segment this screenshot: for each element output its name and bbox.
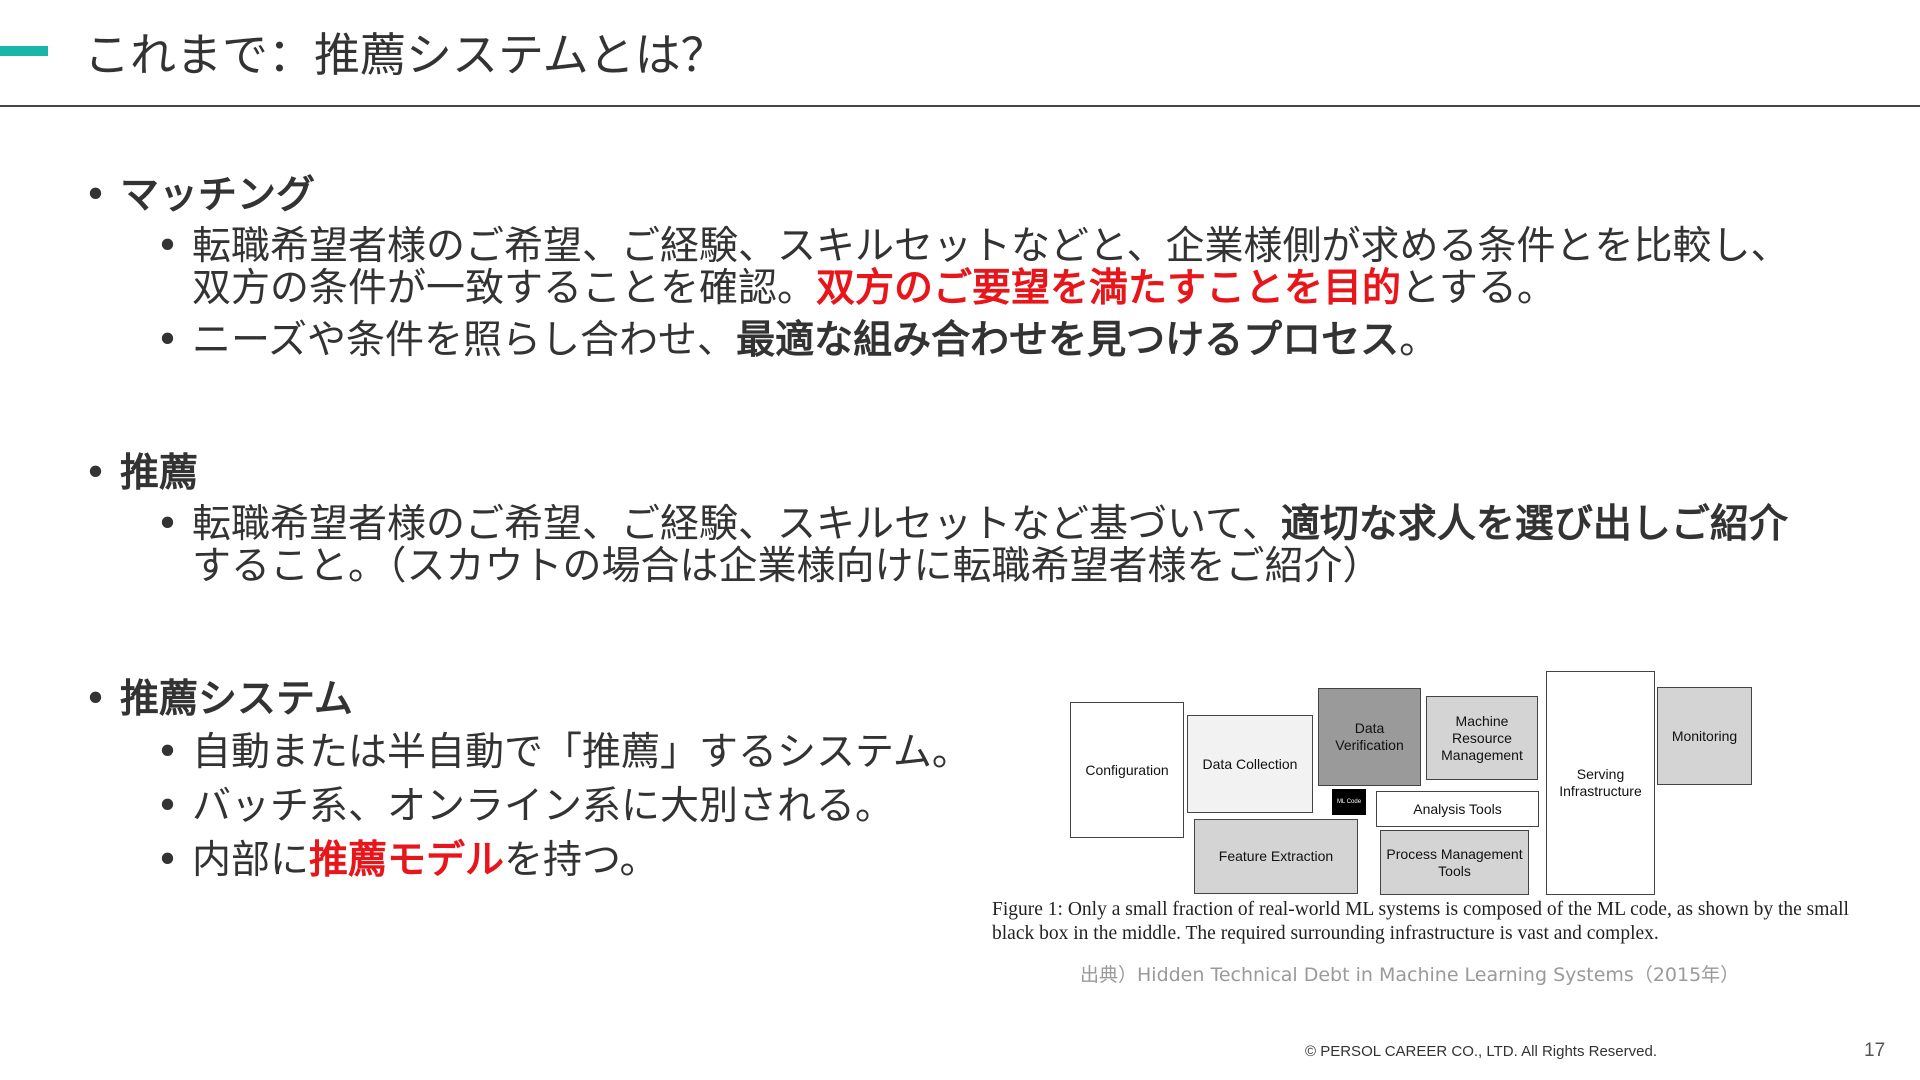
bullet-matching-process: ニーズや条件を照らし合わせ、最適な組み合わせを見つけるプロセス。 — [156, 318, 1789, 363]
box-feature-extraction: Feature Extraction — [1194, 819, 1358, 894]
bullet-text: とする。 — [1401, 266, 1556, 311]
copyright-notice: © PERSOL CAREER CO., LTD. All Rights Res… — [1305, 1043, 1657, 1060]
bullet-system-model: 内部に推薦モデルを持つ。 — [156, 838, 971, 883]
slide-title: これまで：推薦システムとは？ — [84, 28, 727, 82]
box-data-verification: Data Verification — [1318, 688, 1421, 786]
bullet-text: ニーズや条件を照らし合わせ、 — [192, 318, 737, 363]
bullet-recommendation-definition: 転職希望者様のご希望、ご経験、スキルセットなど基づいて、適切な求人を選び出しご紹… — [156, 504, 1788, 588]
section-recommendation: 推薦 転職希望者様のご希望、ご経験、スキルセットなど基づいて、適切な求人を選び出… — [84, 450, 1788, 588]
box-monitoring: Monitoring — [1657, 687, 1752, 785]
section-heading-recommendation-system: 推薦システム — [84, 676, 971, 724]
highlight-text: 双方のご要望を満たすことを目的 — [816, 266, 1402, 311]
bullet-text: 。 — [1399, 318, 1439, 363]
box-machine-resource-management: Machine Resource Management — [1426, 696, 1538, 780]
box-process-management-tools: Process Management Tools — [1380, 830, 1529, 895]
section-recommendation-system: 推薦システム 自動または半自動で「推薦」するシステム。 バッチ系、オンライン系に… — [84, 676, 971, 882]
title-accent-bar — [0, 46, 48, 56]
bullet-matching-definition: 転職希望者様のご希望、ご経験、スキルセットなどと、企業様側が求める条件とを比較し… — [156, 226, 1789, 310]
section-heading-matching: マッチング — [84, 172, 1789, 220]
figure-source: 出典）Hidden Technical Debt in Machine Lear… — [1080, 964, 1740, 986]
bullet-system-definition: 自動または半自動で「推薦」するシステム。 — [156, 732, 971, 775]
section-heading-recommendation: 推薦 — [84, 450, 1788, 498]
bullet-text: を持つ。 — [504, 838, 659, 883]
bullet-system-types: バッチ系、オンライン系に大別される。 — [156, 786, 971, 829]
page-number: 17 — [1864, 1040, 1886, 1061]
bullet-text: 転職希望者様のご希望、ご経験、スキルセットなど基づいて、 — [192, 502, 1281, 547]
box-ml-code: ML Code — [1332, 789, 1366, 815]
title-divider — [0, 105, 1920, 107]
box-data-collection: Data Collection — [1187, 715, 1313, 813]
emphasis-text: 最適な組み合わせを見つけるプロセス — [736, 318, 1400, 363]
box-configuration: Configuration — [1070, 702, 1184, 838]
bullet-text: 双方の条件が一致することを確認。 — [192, 266, 817, 311]
bullet-text: 内部に — [192, 838, 310, 883]
bullet-text-line2: すること。（スカウトの場合は企業様向けに転職希望者様をご紹介） — [192, 544, 1382, 589]
box-analysis-tools: Analysis Tools — [1376, 791, 1539, 827]
figure-caption: Figure 1: Only a small fraction of real-… — [992, 899, 1849, 944]
bullet-text-line1: 転職希望者様のご希望、ご経験、スキルセットなどと、企業様側が求める条件とを比較し… — [192, 224, 1790, 269]
highlight-text: 推薦モデル — [309, 838, 505, 883]
emphasis-text: 適切な求人を選び出しご紹介 — [1280, 502, 1788, 547]
box-serving-infrastructure: Serving Infrastructure — [1546, 671, 1655, 895]
ml-system-diagram: Configuration Data Collection Data Verif… — [1060, 665, 1770, 905]
section-matching: マッチング 転職希望者様のご希望、ご経験、スキルセットなどと、企業様側が求める条… — [84, 172, 1789, 362]
